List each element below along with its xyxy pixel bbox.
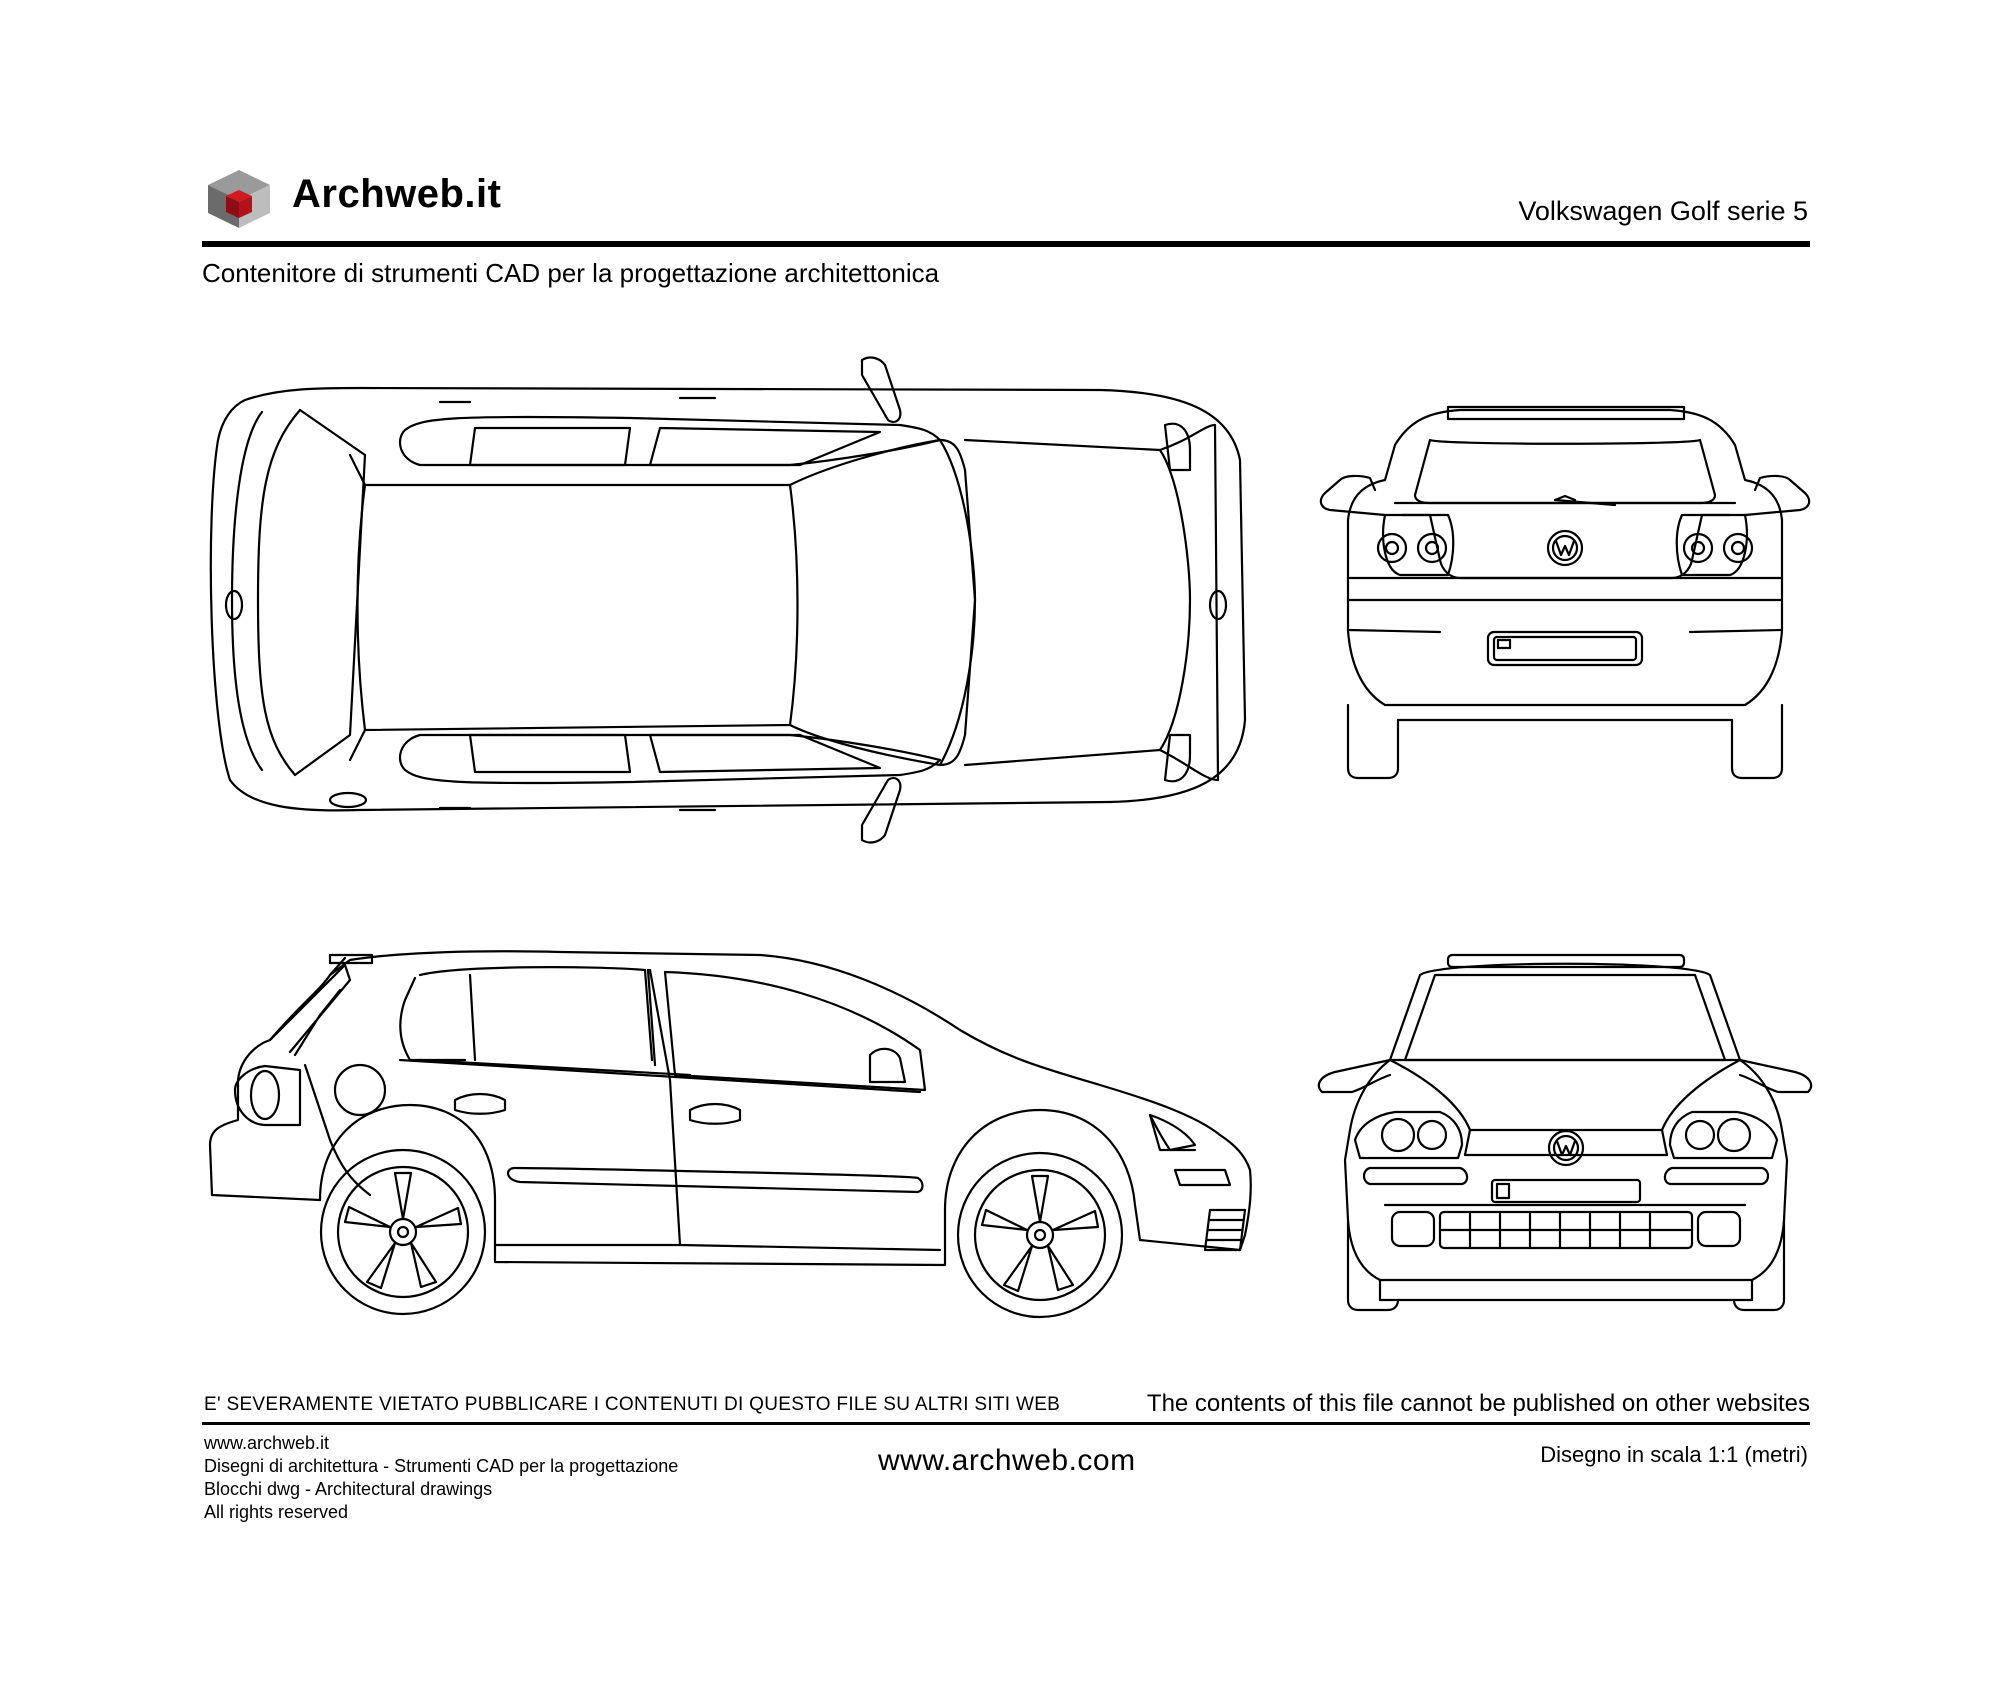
car-front-view: [1317, 953, 1813, 1312]
subtitle: Contenitore di strumenti CAD per la prog…: [202, 258, 940, 288]
car-rear-view: [1319, 405, 1811, 780]
footer-divider: [202, 1422, 1810, 1425]
car-side-view: [208, 950, 1252, 1319]
drawing-title: Volkswagen Golf serie 5: [1518, 196, 1808, 226]
footer-url-link[interactable]: www.archweb.com: [878, 1444, 1136, 1477]
credits-line-rights: All rights reserved: [204, 1502, 349, 1522]
car-top-view: [209, 356, 1247, 844]
warning-italian: E' SEVERAMENTE VIETATO PUBBLICARE I CONT…: [204, 1394, 1061, 1415]
warning-english: The contents of this file cannot be publ…: [1146, 1390, 1810, 1417]
credits-block: www.archweb.it Disegni di architettura -…: [204, 1432, 678, 1524]
credits-line-site[interactable]: www.archweb.it: [204, 1433, 330, 1453]
scale-note: Disegno in scala 1:1 (metri): [1540, 1442, 1808, 1467]
archweb-cube-logo-icon: [208, 170, 270, 228]
logo-text[interactable]: Archweb.it: [292, 172, 502, 216]
header-divider: [202, 241, 1810, 247]
credits-line-blocks: Blocchi dwg - Architectural drawings: [204, 1479, 493, 1499]
credits-line-description: Disegni di architettura - Strumenti CAD …: [204, 1456, 679, 1476]
